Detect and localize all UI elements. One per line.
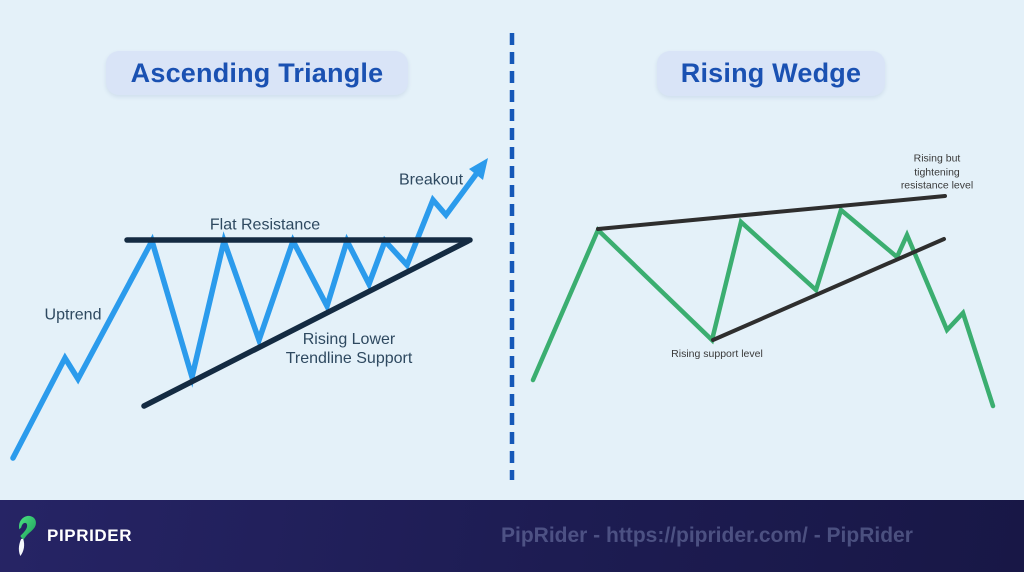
breakout-arrowhead-icon [469,158,488,180]
rising-resistance-line [596,194,947,231]
left-panel-title: Ascending Triangle [130,57,384,88]
ascending-triangle-price-line [10,170,480,461]
footer-bar: PIPRIDER PipRider - https://piprider.com… [0,500,1024,572]
piprider-logo-icon [18,515,36,557]
rising-support-line [711,237,946,342]
right-panel-title: Rising Wedge [680,58,862,88]
rising-lower-trendline [141,238,471,409]
logo-tail-shape [18,538,25,557]
footer-watermark: PipRider - https://piprider.com/ - PipRi… [501,524,913,547]
rising-wedge-price-line [530,206,996,409]
left-panel-title-badge: Ascending Triangle [106,51,408,95]
brand-lockup: PIPRIDER [15,515,132,557]
brand-name: PIPRIDER [47,526,133,545]
logo-horse-head-shape [19,515,36,540]
patterns-drawing [10,33,996,480]
right-panel-title-badge: Rising Wedge [657,51,885,96]
